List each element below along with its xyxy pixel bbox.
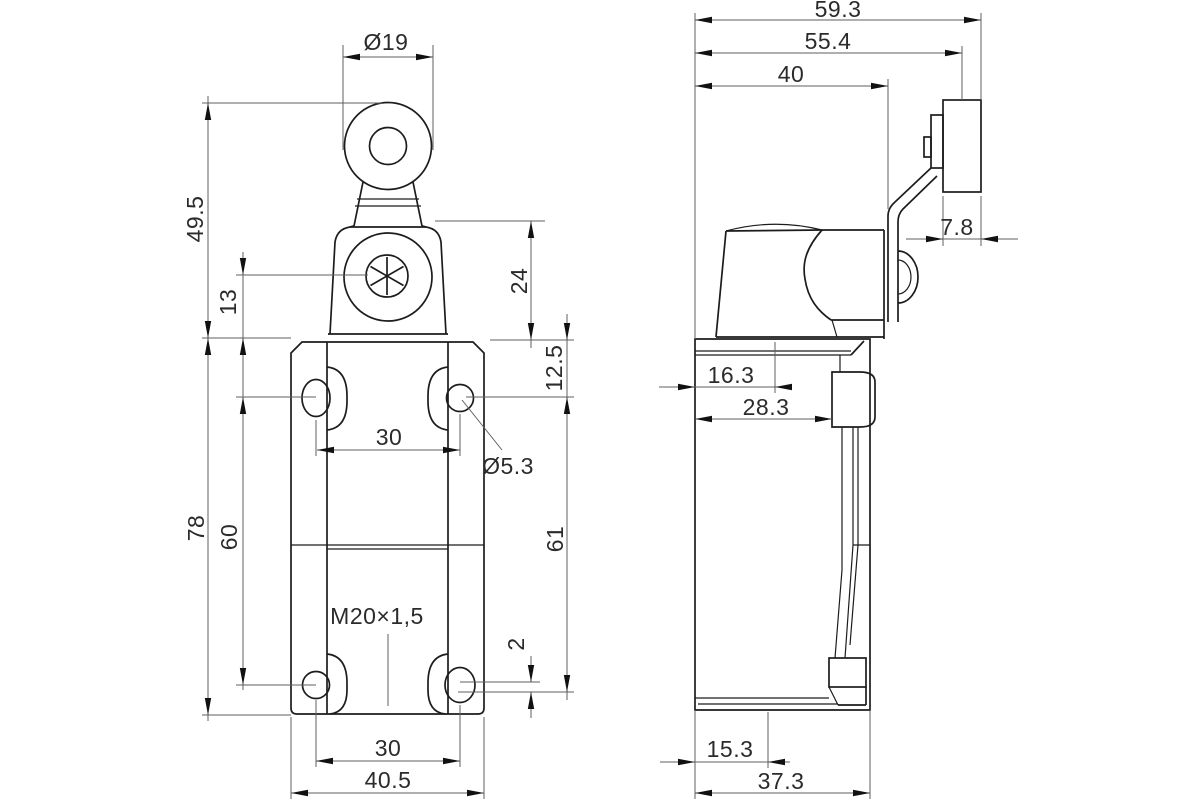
side-view: [694, 99, 982, 711]
side-body-taper-line: [834, 569, 843, 659]
side-foot-block: [828, 657, 867, 688]
side-lever-hub-cap: [897, 250, 919, 304]
body-outline: [290, 341, 485, 715]
mount-boss-top-left: [326, 366, 348, 431]
head-right-side: [421, 225, 447, 335]
dim-pivot-offset: 13: [215, 289, 241, 316]
dim-roller-center-depth: 55.4: [805, 28, 852, 54]
side-head-top-edge: [725, 229, 823, 232]
dim-slot-offset: 2: [503, 637, 529, 650]
roller-hole-circle: [368, 126, 408, 166]
dim-top-hole-offset: 12.5: [541, 345, 567, 392]
dim-hole-diameter: Ø5.3: [482, 453, 534, 479]
dimension-labels: Ø19 49.5 13 24 12.5 Ø5.3 30 61 60 78 M20…: [182, 0, 973, 794]
lever-arm-right-edge: [412, 181, 423, 227]
side-lever-hub-inner: [897, 259, 912, 295]
dim-bottom-hole-spacing: 30: [375, 735, 402, 761]
dim-thread-spec: M20×1,5: [330, 603, 424, 629]
mount-hole-top-right: [445, 383, 475, 413]
dim-head-front-depth: 16.3: [708, 362, 755, 388]
dim-roller-width: 7.8: [940, 214, 973, 240]
dim-overall-depth: 59.3: [815, 0, 862, 22]
head-pivot-screw-circle: [365, 254, 409, 298]
dim-body-width: 40.5: [365, 767, 412, 793]
dimension-lines: [202, 13, 1018, 799]
side-head-detail-line: [831, 319, 838, 338]
pivot-star-screw-icon: [370, 257, 404, 295]
side-lever-strip-inner: [897, 175, 938, 322]
mount-boss-bottom-right: [427, 653, 449, 715]
dim-head-depth: 28.3: [743, 394, 790, 420]
dim-head-height: 24: [506, 268, 532, 295]
dim-base-depth: 37.3: [758, 768, 805, 794]
side-head-cap-arc: [725, 223, 823, 232]
side-head-back-edge: [715, 230, 727, 338]
dim-roller-diameter: Ø19: [364, 29, 409, 55]
head-left-side: [329, 225, 355, 335]
mount-boss-top-right: [427, 366, 449, 431]
side-lever-plate-tab: [923, 136, 932, 158]
front-view: [290, 101, 485, 715]
head-pivot-outer-circle: [343, 232, 433, 322]
dimension-arrowheads: [204, 16, 998, 797]
dim-body-height: 78: [183, 515, 209, 542]
dim-right-span: 61: [542, 526, 568, 553]
dim-lever-depth: 40: [778, 61, 805, 87]
dim-base-front-depth: 15.3: [707, 736, 754, 762]
side-head-front-curve: [803, 229, 832, 321]
side-lever-plate: [930, 114, 944, 169]
side-body-taper-line: [844, 544, 854, 659]
side-body-corner-chamfer: [850, 340, 865, 356]
dim-top-hole-spacing: 30: [376, 424, 403, 450]
lever-arm-left-edge: [353, 181, 364, 227]
dim-lever-height: 49.5: [182, 196, 208, 243]
side-foot-diagonal: [828, 686, 839, 706]
side-body-taper-line: [849, 544, 859, 646]
side-clamp-block: [831, 371, 876, 428]
side-lever-strip-outer: [887, 167, 932, 322]
dim-left-span: 60: [216, 524, 242, 551]
mount-boss-bottom-left: [326, 653, 348, 715]
mount-hole-bottom-right: [444, 666, 476, 704]
mount-hole-top-left: [301, 378, 331, 418]
side-roller-edge: [942, 99, 982, 193]
roller-outer-circle: [343, 101, 433, 191]
